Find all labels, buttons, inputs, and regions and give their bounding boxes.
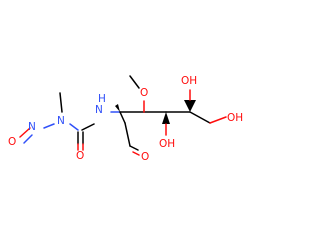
atom-urea-oxygen-label: O	[76, 150, 84, 162]
wedge-c5-oh	[184, 100, 196, 112]
bond-n1-carbonyl	[69, 123, 79, 131]
bond-carbonyl-n2	[81, 123, 95, 131]
atom-aldehyde-oxygen-label: O	[141, 151, 149, 163]
molecule-structure: O N N O N H O O OH OH OH	[8, 75, 243, 163]
atom-nitroso-nitrogen-label: N	[28, 121, 36, 133]
atom-nh-hydrogen-label: H	[98, 93, 106, 105]
wedge-c2-hash	[115, 104, 120, 112]
atom-urea-n2-label: N	[95, 104, 103, 116]
atom-hydroxyl-top-label: OH	[181, 75, 197, 87]
bond-aldehyde-upper	[129, 145, 139, 151]
atom-hydroxyl-right-label: OH	[227, 112, 243, 124]
atom-hydroxyl-bottom-label: OH	[159, 138, 175, 150]
bond-c6-oh	[209, 116, 227, 124]
bond-nitroso-n-n1	[43, 123, 55, 129]
bond-nitroso-o-n-lower	[23, 134, 33, 144]
atom-methoxy-oxygen-label: O	[140, 87, 148, 99]
bond-n1-methyl	[59, 92, 63, 113]
bond-methoxy-methyl	[129, 75, 140, 89]
atom-nitroso-oxygen-label: O	[8, 136, 16, 148]
atom-urea-n1-label: N	[57, 115, 65, 127]
bond-aldehyde-lower	[132, 151, 140, 156]
bond-c2-c1	[119, 111, 126, 124]
bond-c1-cho	[124, 122, 131, 147]
wedge-c4-oh	[162, 112, 170, 124]
bond-nitroso-o-n-upper	[19, 127, 31, 138]
bond-c5-c6	[189, 111, 211, 124]
